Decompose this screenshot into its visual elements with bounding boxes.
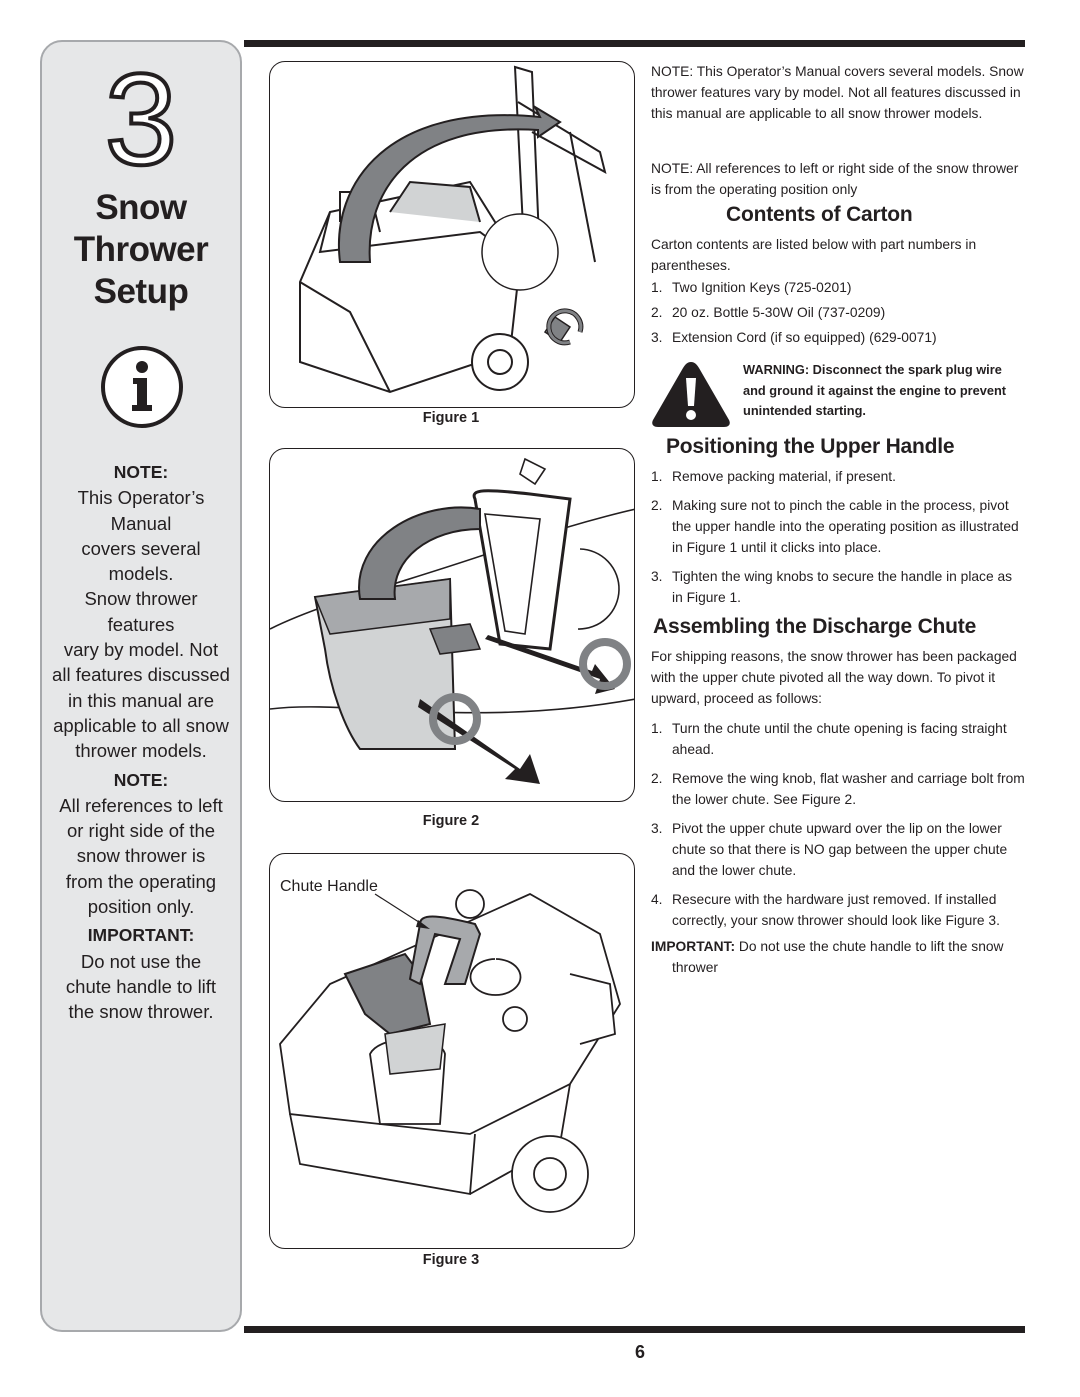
list-item: 3.Extension Cord (if so equipped) (629-0…: [651, 330, 937, 345]
sidebar-notes: NOTE: This Operator’s Manual covers seve…: [42, 460, 240, 1029]
note-line: in this manual are: [67, 689, 215, 711]
list-item: 3.Pivot the upper chute upward over the …: [651, 821, 1008, 878]
model-note: NOTE: This Operator’s Manual covers seve…: [651, 64, 1024, 121]
note-line: snow thrower is: [76, 845, 206, 867]
figure-2-illustration: [269, 448, 635, 802]
list-item: 2.Making sure not to pinch the cable in …: [651, 498, 1019, 555]
list-item: 4.Resecure with the hardware just remove…: [651, 892, 1000, 928]
important-heading: IMPORTANT:: [87, 925, 195, 946]
important-line: chute handle to lift: [65, 975, 217, 997]
orientation-note: NOTE: All references to left or right si…: [651, 161, 1019, 197]
warning-icon: [652, 362, 730, 427]
list-item: 2.Remove the wing knob, flat washer and …: [651, 771, 1025, 807]
figure-3-caption: Figure 3: [422, 1252, 480, 1268]
contents-intro: Carton contents are listed below with pa…: [651, 237, 977, 273]
chapter-number: 3: [103, 46, 179, 192]
chapter-sidebar: 3 Snow Thrower Setup NOTE: This Operator…: [40, 40, 242, 1332]
figure-1-illustration: [269, 61, 635, 408]
note-line: from the operating: [65, 870, 217, 892]
contents-heading: Contents of Carton: [726, 203, 913, 226]
top-rule: [244, 40, 1025, 47]
important-line: Do not use the: [80, 950, 202, 972]
list-item: 1.Two Ignition Keys (725-0201): [651, 280, 852, 295]
contents-list: 1.Two Ignition Keys (725-0201) 2.20 oz. …: [651, 277, 1025, 352]
note-heading: NOTE:: [113, 462, 169, 482]
chapter-title: Snow Thrower Setup: [73, 188, 209, 311]
note-line: Snow thrower features: [84, 588, 198, 635]
list-item: 1.Remove packing material, if present.: [651, 469, 896, 484]
note-line: This Operator’s Manual: [77, 487, 205, 534]
note-line: All references to left: [59, 794, 223, 816]
discharge-chute-heading: Assembling the Discharge Chute: [653, 615, 977, 638]
note-line: position only.: [87, 896, 195, 918]
note-line: or right side of the: [66, 820, 216, 842]
list-item: 2.20 oz. Bottle 5-30W Oil (737-0209): [651, 305, 886, 320]
figure-1-caption: Figure 1: [422, 410, 480, 426]
figure-2-caption: Figure 2: [422, 813, 480, 829]
info-icon: [101, 346, 183, 428]
warning-text: WARNING: Disconnect the spark plug wire …: [743, 362, 1007, 418]
discharge-chute-illustration: [270, 457, 634, 784]
upper-handle-steps: 1.Remove packing material, if present. 2…: [651, 466, 1025, 616]
assembled-snow-thrower-illustration: [279, 889, 621, 1213]
note-line: thrower models.: [75, 740, 207, 762]
important-line: the snow thrower.: [68, 1001, 214, 1023]
note-line: all features discussed: [52, 664, 230, 686]
discharge-chute-steps: 1.Turn the chute until the chute opening…: [651, 718, 1025, 939]
bottom-rule: [244, 1326, 1025, 1333]
important-note: IMPORTANT: Do not use the chute handle t…: [651, 939, 1004, 975]
page-number: 6: [634, 1342, 645, 1362]
list-item: 1.Turn the chute until the chute opening…: [651, 721, 1007, 757]
list-item: 3.Tighten the wing knobs to secure the h…: [651, 569, 1013, 605]
snow-thrower-handle-illustration: [299, 65, 607, 394]
discharge-chute-intro: For shipping reasons, the snow thrower h…: [651, 649, 1017, 706]
note-heading: NOTE:: [113, 769, 169, 790]
note-line: vary by model. Not: [63, 639, 219, 661]
warning-block: WARNING: Disconnect the spark plug wire …: [651, 360, 1025, 428]
note-line: covers several models.: [81, 537, 201, 585]
note-line: applicable to all snow: [53, 714, 229, 736]
figure-3-illustration: [269, 853, 635, 1249]
upper-handle-heading: Positioning the Upper Handle: [666, 435, 955, 458]
chute-handle-callout: Chute Handle: [280, 878, 378, 895]
